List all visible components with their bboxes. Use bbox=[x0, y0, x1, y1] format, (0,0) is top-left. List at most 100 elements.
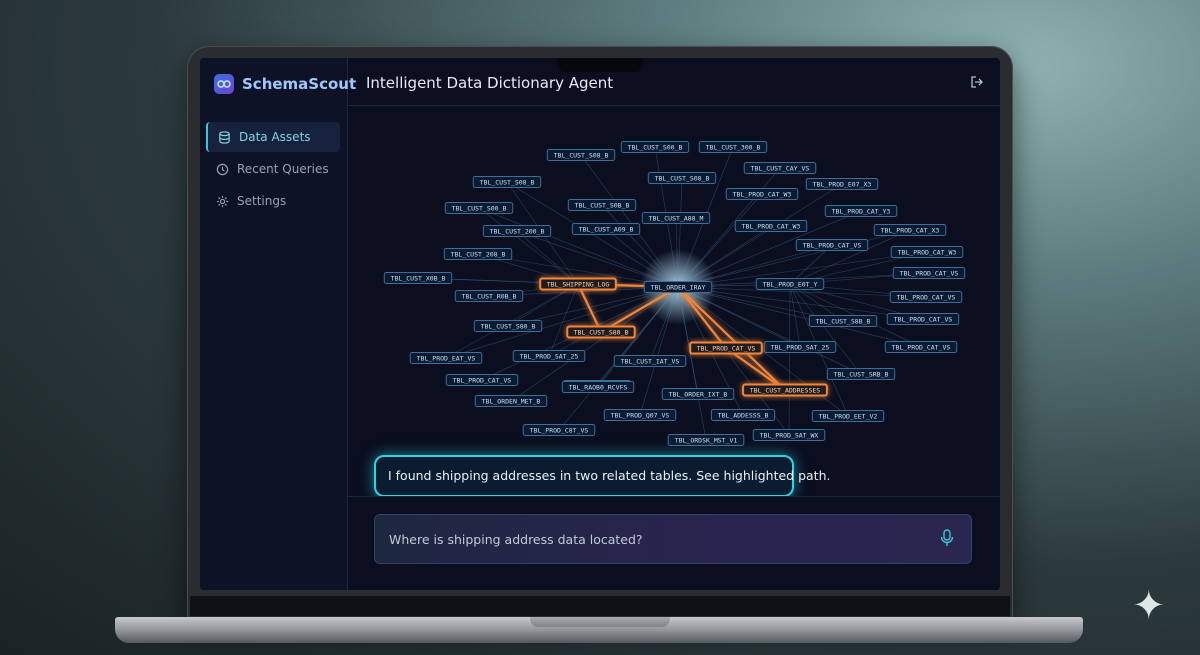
table-node-box bbox=[567, 199, 637, 211]
table-node-box bbox=[546, 149, 616, 161]
table-node-box bbox=[561, 381, 635, 393]
graph-edge bbox=[478, 207, 579, 285]
table-node-label: TBL_CUST_A09_B bbox=[579, 225, 634, 233]
table-node[interactable]: TBL_CUST_R0B_B bbox=[454, 290, 524, 302]
table-node[interactable]: TBL_PROD_CAT_VS bbox=[884, 341, 958, 353]
sidebar-item-settings[interactable]: Settings bbox=[206, 186, 340, 216]
table-node-label: TBL_CUST_300_B bbox=[706, 143, 761, 151]
table-node[interactable]: TBL_PROD_SAT_25 bbox=[763, 341, 837, 353]
table-node[interactable]: TBL_PROD_CAT_W3 bbox=[725, 188, 799, 200]
table-node[interactable]: TBL_CUST_S08_B bbox=[546, 149, 616, 161]
table-node-box bbox=[826, 368, 896, 380]
table-node[interactable]: TBL_CUST_S00_B bbox=[620, 141, 690, 153]
table-node[interactable]: TBL_CUST_208_B bbox=[443, 248, 513, 260]
table-node[interactable]: TBL_CUST_300_B bbox=[698, 141, 768, 153]
microphone-icon[interactable] bbox=[940, 529, 954, 551]
table-node[interactable]: TBL_PROD_Q07_VS bbox=[603, 409, 677, 421]
table-node[interactable]: TBL_CUST_SRB_B bbox=[826, 368, 896, 380]
table-node-label: TBL_PROD_CAT_X3 bbox=[881, 226, 940, 234]
brand[interactable]: SchemaScout bbox=[214, 74, 356, 94]
table-node[interactable]: TBL_CUST_A09_B bbox=[571, 223, 641, 235]
table-node[interactable]: TBL_PROD_CAT_Y3 bbox=[824, 205, 898, 217]
table-node[interactable]: TBL_PROD_CAT_VS bbox=[889, 291, 963, 303]
table-node[interactable]: TBL_PROD_CAT_W3 bbox=[890, 246, 964, 258]
table-node[interactable]: TBL_PROD_CAT_VS bbox=[892, 267, 966, 279]
table-node[interactable]: TBL_ORDSK_MST_V1 bbox=[667, 434, 745, 446]
chat-input[interactable] bbox=[374, 514, 972, 564]
table-node-box bbox=[795, 239, 869, 251]
table-node[interactable]: TBL_PROD_CAT_VS bbox=[886, 313, 960, 325]
table-node[interactable]: TBL_CUST_X0B_B bbox=[383, 272, 453, 284]
table-node-label: TBL_CUST_CAY_VS bbox=[751, 164, 810, 172]
table-node[interactable]: TBL_PROD_EAT_VS bbox=[409, 352, 483, 364]
table-node[interactable]: TBL_PROD_EET_V2 bbox=[811, 410, 885, 422]
table-node[interactable]: TBL_CUST_IAT_VS bbox=[613, 355, 687, 367]
highlighted-table-node-box bbox=[689, 341, 763, 355]
sidebar: SchemaScout Data Assets Recent Queries S… bbox=[200, 58, 356, 590]
graph-edge bbox=[649, 286, 679, 362]
highlighted-table-node-label: TBL_PROD_CAT_VS bbox=[697, 344, 756, 352]
highlighted-table-node[interactable]: TBL_PROD_CAT_VS bbox=[689, 341, 763, 355]
graph-edge bbox=[677, 210, 862, 288]
table-node-box bbox=[763, 341, 837, 353]
table-node[interactable]: TBL_CUST_S8B_B bbox=[808, 315, 878, 327]
table-node[interactable]: TBL_PROD_SAT_25 bbox=[512, 350, 586, 362]
graph-edge bbox=[677, 286, 927, 298]
table-node-label: TBL_PROD_CAT_VS bbox=[900, 269, 959, 277]
table-node[interactable]: TBL_ORDEN_MET_B bbox=[474, 395, 548, 407]
table-node[interactable]: TBL_RAOB0_RCVFS bbox=[561, 381, 635, 393]
table-node-label: TBL_CUST_R0B_B bbox=[462, 292, 517, 300]
graph-edge bbox=[677, 286, 801, 348]
graph-edge bbox=[677, 193, 763, 288]
table-node-label: TBL_PROD_CAT_VS bbox=[892, 343, 951, 351]
table-node[interactable]: TBL_CUST_S08_B bbox=[647, 172, 717, 184]
table-node[interactable]: TBL_PROD_SAT_WX bbox=[752, 429, 826, 441]
assistant-response-bubble: I found shipping addresses in two relate… bbox=[374, 455, 830, 497]
schema-graph[interactable]: TBL_CUST_S08_B TBL_CUST_S00_B TBL_CUST_300… bbox=[348, 107, 1000, 497]
table-node[interactable]: TBL_PROD_E0T_Y bbox=[755, 278, 825, 290]
table-node[interactable]: TBL_PROD_CAT_X3 bbox=[873, 224, 947, 236]
table-node[interactable]: TBL_CUST_S00_B bbox=[444, 202, 514, 214]
table-node[interactable]: TBL_PROD_CAT_VS bbox=[445, 374, 519, 386]
table-node[interactable]: TBL_PROD_CAT_VS bbox=[795, 239, 869, 251]
graph-edge bbox=[677, 286, 922, 348]
table-node[interactable]: TBL_CUST_CAY_VS bbox=[743, 162, 817, 174]
table-node-label: TBL_PROD_CAT_VS bbox=[894, 315, 953, 323]
table-node-label: TBL_CUST_S0B_B bbox=[575, 201, 630, 209]
table-node-label: TBL_CUST_S08_B bbox=[655, 174, 710, 182]
table-node[interactable]: TBL_PROD_E07_X3 bbox=[805, 178, 879, 190]
graph-edge bbox=[605, 228, 679, 288]
sidebar-item-recent-queries[interactable]: Recent Queries bbox=[206, 154, 340, 184]
table-node-label: TBL_CUST_208_B bbox=[451, 250, 506, 258]
graph-canvas[interactable]: TBL_CUST_S08_B TBL_CUST_S00_B TBL_CUST_300… bbox=[348, 107, 1000, 497]
table-node[interactable]: TBL_CUST_A88_M bbox=[641, 212, 711, 224]
table-node-box bbox=[443, 248, 513, 260]
table-node[interactable]: TBL_CUST_S80_B bbox=[473, 320, 543, 332]
table-node-box bbox=[454, 290, 524, 302]
table-node[interactable]: TBL_CUST_S0B_B bbox=[567, 199, 637, 211]
table-node[interactable]: TBL_ORDER_IXT_B bbox=[661, 388, 735, 400]
graph-edge bbox=[510, 286, 679, 402]
graph-edge bbox=[677, 244, 833, 288]
hub-table-node[interactable]: TBL_ORDER_IRAY bbox=[643, 281, 713, 293]
table-node-box bbox=[710, 409, 776, 421]
table-node-label: TBL_CUST_S00_B bbox=[452, 204, 507, 212]
table-node-box bbox=[743, 162, 817, 174]
table-node-box bbox=[472, 176, 542, 188]
table-node-box bbox=[661, 388, 735, 400]
table-node[interactable]: TBL_PROD_CAT_W3 bbox=[734, 220, 808, 232]
sidebar-item-data-assets[interactable]: Data Assets bbox=[206, 122, 340, 152]
table-node-label: TBL_CUST_IAT_VS bbox=[621, 357, 680, 365]
graph-edge bbox=[596, 286, 679, 387]
table-node[interactable]: TBL_ADDESSS_B bbox=[710, 409, 776, 421]
highlighted-table-node[interactable]: TBL_SHIPPING_LOG bbox=[539, 277, 617, 291]
table-node[interactable]: TBL_PROD_C8T_VS bbox=[522, 424, 596, 436]
table-node[interactable]: TBL_CUST_200_B bbox=[482, 225, 552, 237]
table-node-box bbox=[409, 352, 483, 364]
highlighted-table-node[interactable]: TBL_CUST_S80_B bbox=[566, 325, 636, 339]
graph-edge bbox=[677, 286, 862, 375]
highlighted-table-node[interactable]: TBL_CUST_ADDRESSES bbox=[742, 383, 828, 397]
table-node[interactable]: TBL_CUST_S08_B bbox=[472, 176, 542, 188]
logout-icon[interactable] bbox=[970, 74, 984, 93]
hub-table-node-box bbox=[643, 281, 713, 293]
